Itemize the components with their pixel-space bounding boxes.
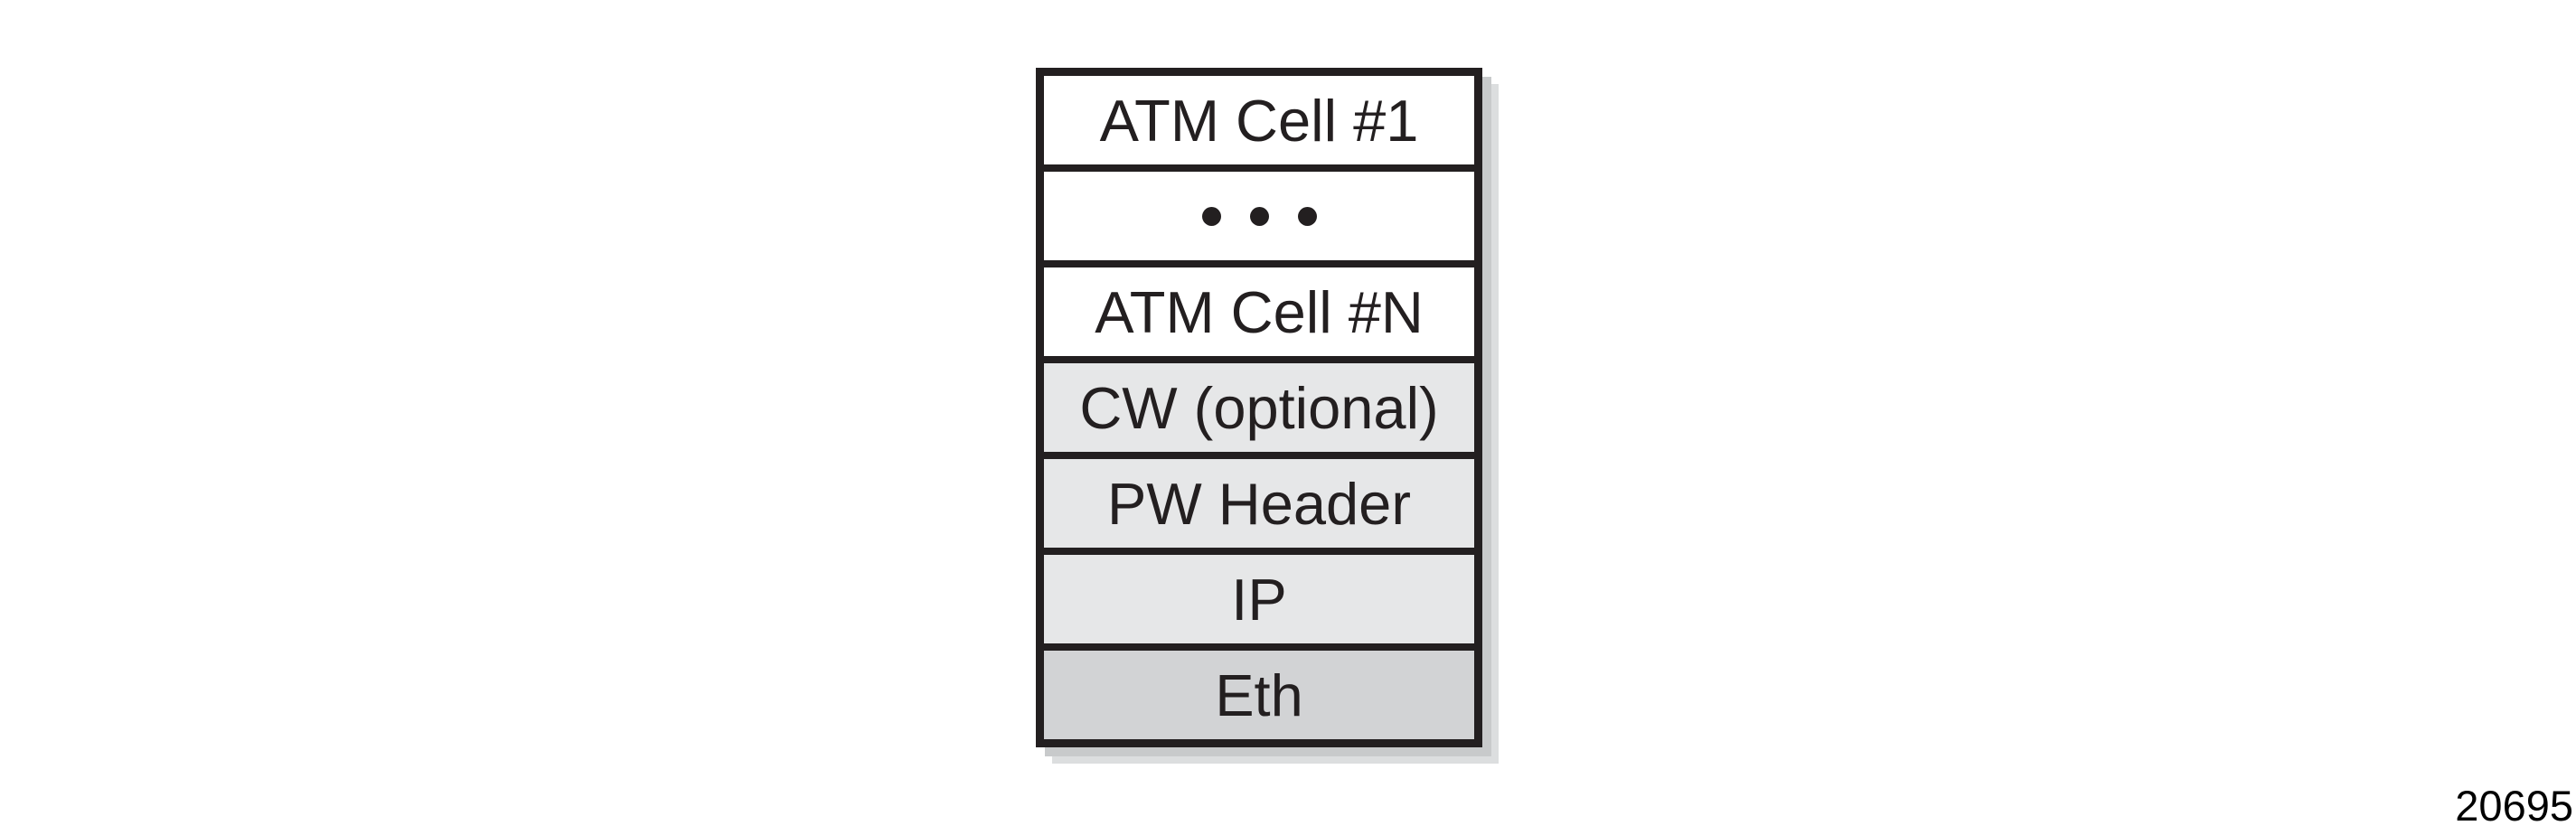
stack-row-ip: IP xyxy=(1044,548,1474,643)
ellipsis-dots xyxy=(1201,206,1317,226)
stack-row-label: Eth xyxy=(1215,661,1303,728)
stack-row-label: CW (optional) xyxy=(1079,374,1439,441)
stack-row-label: ATM Cell #1 xyxy=(1099,87,1419,154)
stack-row-ellipsis xyxy=(1044,164,1474,260)
stack-row-atm-cell-1: ATM Cell #1 xyxy=(1044,76,1474,164)
stack-row-pw-header: PW Header xyxy=(1044,452,1474,548)
stack-row-label: PW Header xyxy=(1107,470,1411,537)
stack-row-eth: Eth xyxy=(1044,643,1474,739)
dot-icon xyxy=(1297,206,1317,226)
dot-icon xyxy=(1249,206,1269,226)
dot-icon xyxy=(1201,206,1221,226)
stack-row-label: ATM Cell #N xyxy=(1095,278,1424,345)
stack-row-label: IP xyxy=(1231,566,1287,633)
stack-row-atm-cell-n: ATM Cell #N xyxy=(1044,260,1474,356)
figure-number: 20695 xyxy=(2455,782,2573,830)
stack-row-cw-optional: CW (optional) xyxy=(1044,356,1474,452)
protocol-stack: ATM Cell #1 ATM Cell #N CW (optional) PW He… xyxy=(1036,68,1482,747)
